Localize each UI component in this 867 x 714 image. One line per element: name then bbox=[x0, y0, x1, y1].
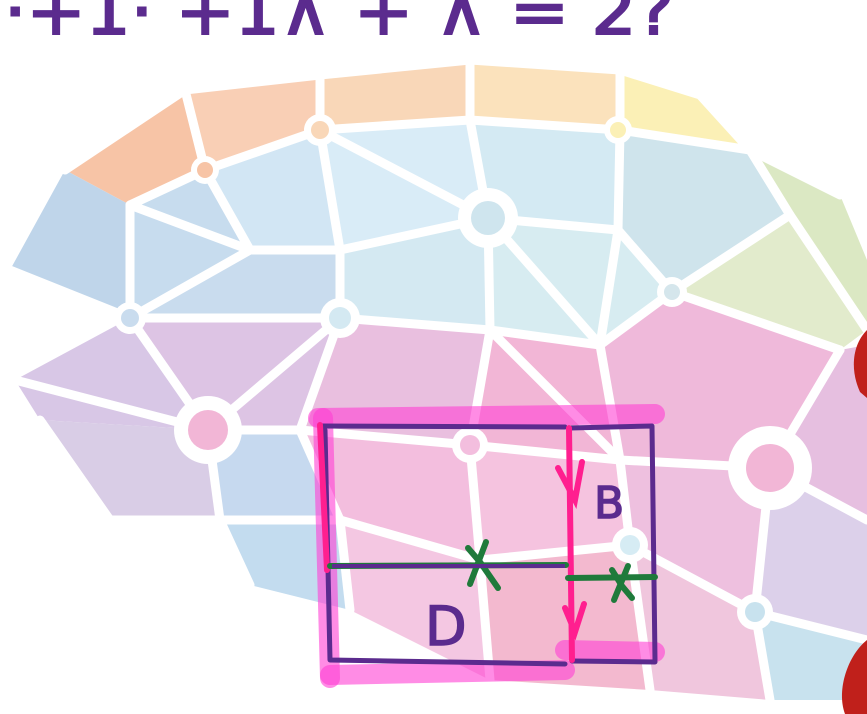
diagram-divider bbox=[317, 422, 587, 663]
region-d-label: D bbox=[425, 595, 467, 658]
region-b-label: B bbox=[594, 478, 624, 529]
red-object-icon bbox=[841, 330, 867, 714]
brain-network-icon bbox=[5, 55, 867, 705]
equation-text: ·+1· +1∧ + ∧ = 2? bbox=[4, 0, 674, 50]
